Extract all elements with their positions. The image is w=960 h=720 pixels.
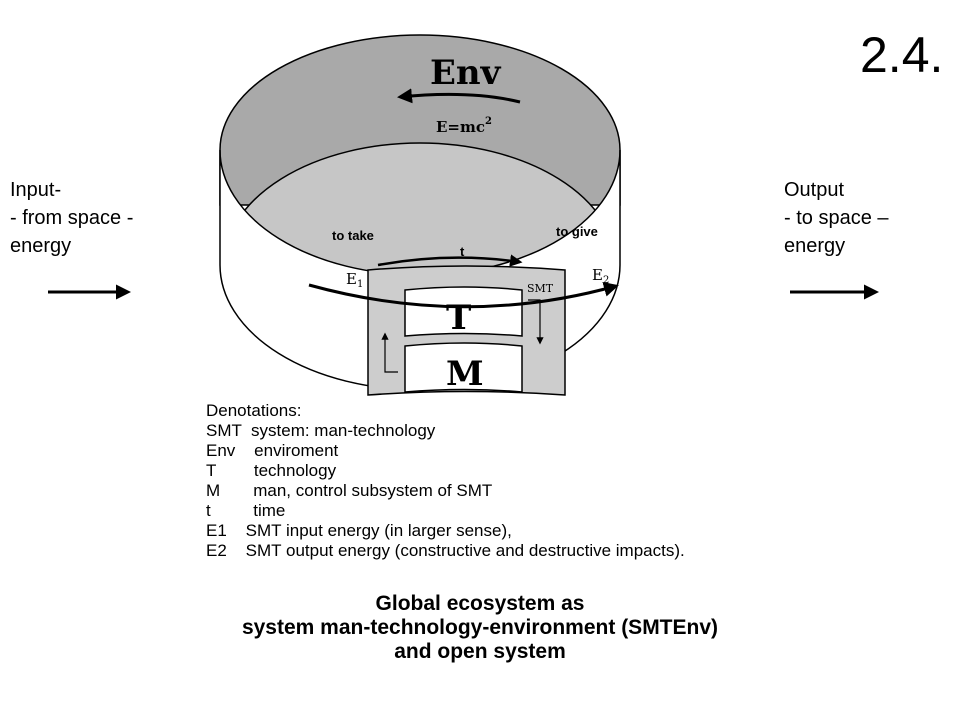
env-label: Env	[430, 53, 502, 93]
energy-flow-arrow	[308, 281, 619, 309]
env-rotation-arrow	[397, 88, 521, 104]
man-box	[404, 342, 523, 393]
denotation-item: SMT system: man-technology	[206, 421, 436, 440]
technology-box	[404, 286, 523, 337]
denotation-item: E1 SMT input energy (in larger sense),	[206, 521, 512, 540]
time-label: t	[460, 244, 465, 259]
denotation-item: M man, control subsystem of SMT	[206, 481, 493, 500]
e1-letter: E	[346, 270, 357, 288]
denotation-item: Env enviroment	[206, 441, 339, 460]
output-line: Output	[784, 179, 845, 201]
e1-subscript: 1	[357, 279, 363, 290]
caption-line: Global ecosystem as	[375, 592, 585, 615]
caption-line: system man-technology-environment (SMTEn…	[241, 616, 719, 639]
man-label: M	[446, 354, 484, 394]
to-take-label: to take	[332, 228, 374, 243]
formula-exponent: 2	[485, 116, 492, 127]
formula: E=mc2	[436, 116, 492, 136]
denotations-legend: Denotations: SMT system: man-technology …	[206, 401, 685, 561]
feedback-right-arrow	[528, 299, 544, 345]
time-arrow	[377, 254, 523, 267]
formula-base: E=mc	[436, 118, 485, 136]
input-label: Input- - from space - energy	[10, 176, 133, 260]
denotation-item: t time	[206, 501, 286, 520]
output-line: energy	[784, 235, 846, 257]
caption-line: and open system	[394, 640, 566, 663]
slide-number: 2.4.	[860, 27, 944, 83]
denotations-title: Denotations:	[206, 401, 302, 420]
e1-label: E1	[346, 270, 363, 290]
input-line: - from space -	[10, 207, 134, 229]
e2-label: E2	[592, 266, 609, 286]
technology-label: T	[446, 298, 471, 338]
feedback-left-arrow	[381, 332, 398, 373]
denotation-item: T technology	[206, 461, 337, 480]
input-line: energy	[10, 235, 72, 257]
input-line: Input-	[10, 179, 62, 201]
figure-caption: Global ecosystem as system man-technolog…	[140, 592, 820, 664]
e2-subscript: 2	[603, 275, 609, 286]
smt-box	[367, 265, 566, 396]
e2-letter: E	[592, 266, 603, 284]
output-line: - to space –	[784, 207, 889, 229]
smt-label: SMT	[527, 282, 554, 295]
to-give-label: to give	[556, 224, 598, 239]
output-label: Output - to space – energy	[784, 176, 889, 260]
env-ring	[219, 34, 621, 391]
denotation-item: E2 SMT output energy (constructive and d…	[206, 541, 685, 560]
